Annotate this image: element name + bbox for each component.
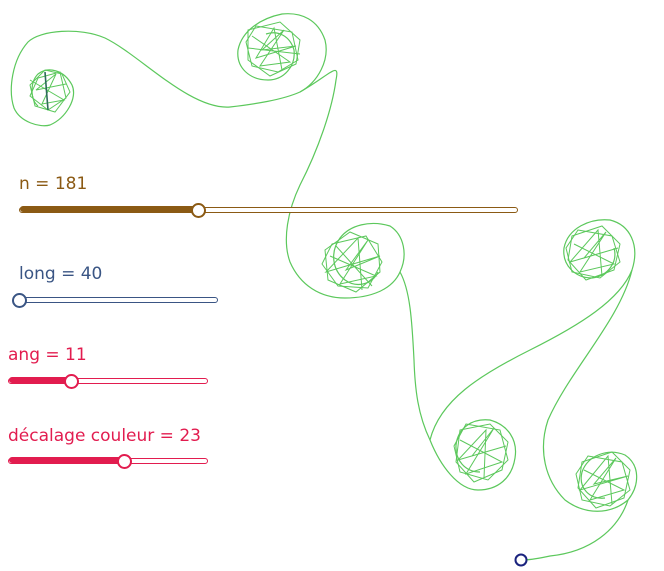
turtle-position-marker [514,553,528,567]
slider-n-fill [20,206,199,212]
curve-middle-lower [399,271,517,491]
slider-n-handle[interactable] [190,203,206,218]
cluster-top-center [245,21,301,77]
curve-right-down [542,269,638,512]
slider-ang-track[interactable] [8,377,208,384]
cluster-right-upper [565,225,621,281]
slider-n-label: n = 181 [19,174,88,194]
curve-top-center [229,13,327,108]
cluster-middle [321,231,383,293]
slider-decalage-couleur-handle[interactable] [117,454,133,469]
cluster-top-left [29,69,71,113]
slider-decalage-couleur-fill [9,457,126,463]
cluster-right-lower [575,451,631,509]
curve-to-turtle [521,499,629,561]
slider-decalage-couleur-track[interactable] [8,457,208,464]
curve-middle-down [285,69,405,299]
slider-long-handle[interactable] [12,293,27,308]
slider-n-track[interactable] [19,206,518,213]
curve-top-left [10,30,231,127]
slider-long-track[interactable] [19,297,218,303]
cluster-lower-middle [453,423,509,483]
slider-ang-label: ang = 11 [8,345,87,365]
scribble-clusters [29,21,631,509]
curve-right-up [429,219,636,441]
slider-ang-handle[interactable] [64,374,80,389]
slider-long-label: long = 40 [19,264,103,284]
spiral-curve [10,13,638,561]
slider-ang-fill [9,377,73,383]
slider-decalage-couleur-label: décalage couleur = 23 [8,426,201,446]
